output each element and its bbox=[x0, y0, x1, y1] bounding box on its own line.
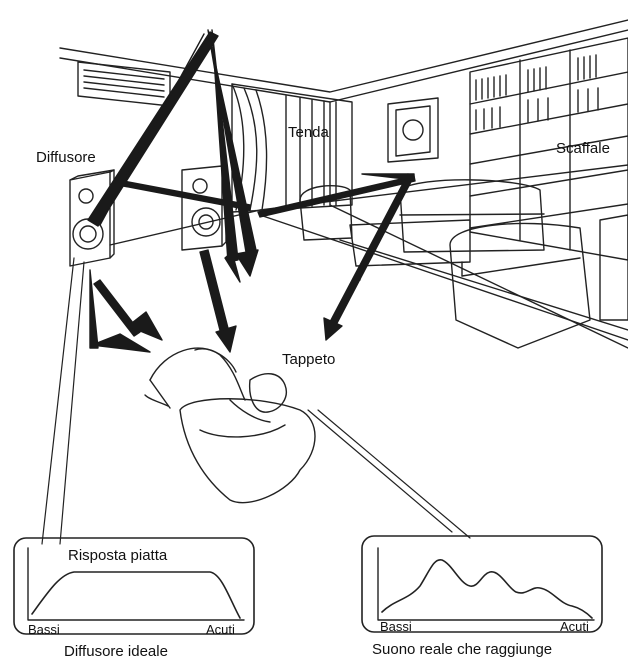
ideal-caption: Diffusore ideale bbox=[64, 644, 168, 659]
sound-arrows bbox=[88, 30, 415, 352]
ideal-high-label: Acuti bbox=[206, 623, 235, 636]
real-low-label: Bassi bbox=[380, 620, 412, 633]
curtain bbox=[232, 84, 352, 212]
shelf-label: Scaffale bbox=[556, 141, 610, 156]
wall-picture bbox=[388, 98, 438, 162]
flat-response-label: Risposta piatta bbox=[68, 548, 167, 563]
ideal-low-label: Bassi bbox=[28, 623, 60, 636]
real-caption: Suono reale che raggiunge bbox=[372, 642, 552, 657]
real-high-label: Acuti bbox=[560, 620, 589, 633]
speaker-right bbox=[182, 166, 226, 250]
real-response-panel bbox=[362, 536, 602, 632]
listener-armchair bbox=[145, 348, 315, 503]
carpet-label: Tappeto bbox=[282, 352, 335, 367]
curtain-label: Tenda bbox=[288, 125, 329, 140]
speaker-label: Diffusore bbox=[36, 150, 96, 165]
